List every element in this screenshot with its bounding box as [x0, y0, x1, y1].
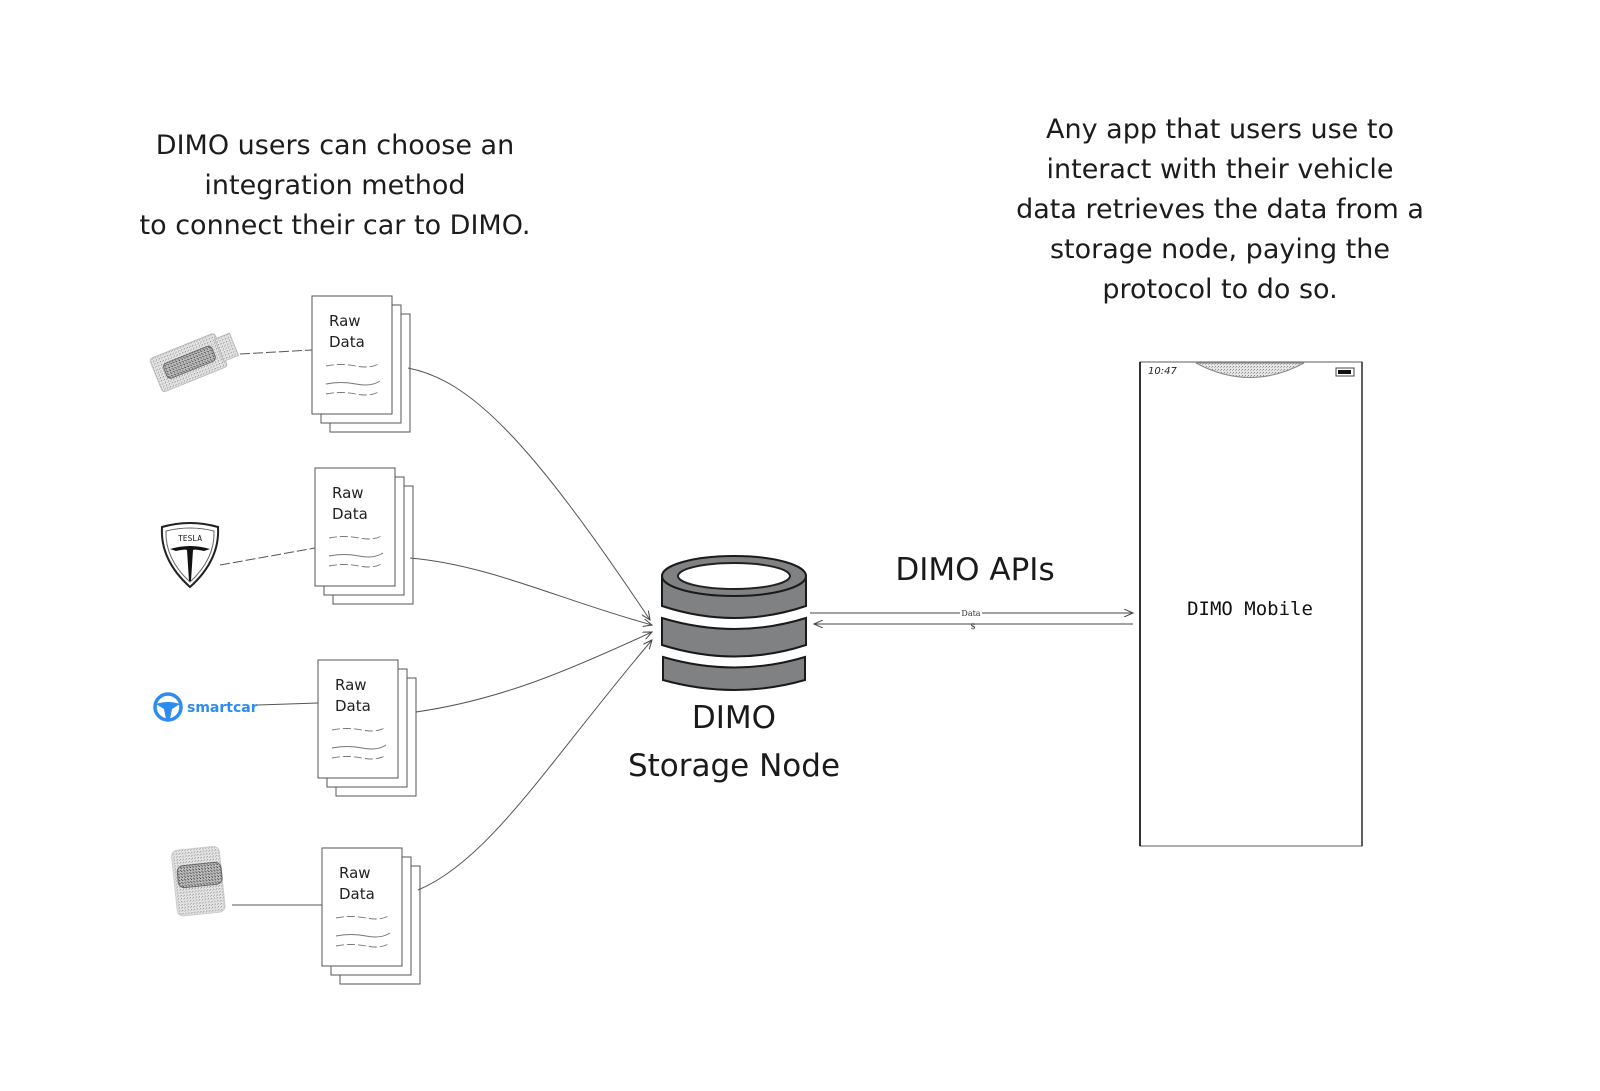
scribble-line — [328, 562, 384, 568]
doc-page — [321, 847, 403, 967]
phone-notch — [1195, 362, 1305, 378]
right-caption-line: Any app that users use to — [1046, 114, 1394, 145]
left-caption-line: integration method — [204, 170, 466, 201]
right-caption-line: protocol to do so. — [1102, 274, 1338, 305]
flow-curves — [407, 367, 652, 891]
source-connectors — [219, 349, 322, 906]
flow-curve — [409, 557, 652, 625]
scribble-line — [325, 390, 381, 396]
connector-line — [257, 702, 319, 706]
left-caption-line: to connect their car to DIMO. — [139, 210, 531, 241]
scribble-line — [328, 534, 384, 540]
phone-app-label: DIMO Mobile — [1187, 598, 1313, 620]
scribble-line — [335, 914, 391, 920]
right-caption-line: storage node, paying the — [1049, 234, 1390, 265]
database-icon — [661, 555, 807, 691]
api-label: DIMO APIs — [895, 552, 1054, 588]
left-caption-line: DIMO users can choose an — [155, 130, 515, 161]
right-caption: Any app that users use to interact with … — [1010, 110, 1430, 310]
doc-label: Raw — [335, 676, 367, 694]
left-caption: DIMO users can choose an integration met… — [120, 126, 550, 246]
scribble-line — [325, 380, 381, 386]
scribble-line — [335, 942, 391, 948]
flow-curve — [417, 640, 652, 891]
obd-device-icon — [171, 845, 226, 917]
tesla-logo-text: TESLA — [178, 534, 202, 543]
doc-label: Raw — [339, 864, 371, 882]
doc-label: Data — [339, 885, 375, 903]
scribble-line — [325, 362, 381, 368]
doc-label: Raw — [332, 484, 364, 502]
doc-label: Data — [335, 697, 371, 715]
doc-page — [311, 295, 393, 415]
flow-curve — [415, 632, 652, 713]
doc-label: Data — [332, 505, 368, 523]
scribble-line — [328, 552, 384, 558]
storage-node-subtitle: Storage Node — [628, 748, 840, 784]
connector-line — [219, 547, 316, 566]
scribble-line — [335, 932, 391, 938]
usb-dongle-icon — [149, 332, 240, 393]
right-caption-line: data retrieves the data from a — [1016, 194, 1424, 225]
phone-time: 10:47 — [1148, 366, 1177, 377]
connector-line — [239, 349, 313, 355]
phone-frame: 10:47 DIMO Mobile — [1139, 361, 1363, 847]
smartcar-logo-text: smartcar — [187, 700, 258, 716]
scribble-line — [331, 726, 387, 732]
tesla-logo-icon: TESLA — [160, 522, 220, 589]
payment-arrow-label: $ — [970, 622, 975, 631]
right-caption-line: interact with their vehicle — [1046, 154, 1394, 185]
data-arrow-label: Data — [961, 609, 980, 618]
scribble-line — [331, 754, 387, 760]
smartcar-logo-icon: smartcar — [153, 692, 258, 722]
storage-node-title: DIMO — [692, 700, 776, 736]
doc-label: Data — [329, 333, 365, 351]
doc-page — [314, 467, 396, 587]
doc-page — [317, 659, 399, 779]
doc-label: Raw — [329, 312, 361, 330]
flow-curve — [407, 367, 650, 620]
scribble-line — [331, 744, 387, 750]
